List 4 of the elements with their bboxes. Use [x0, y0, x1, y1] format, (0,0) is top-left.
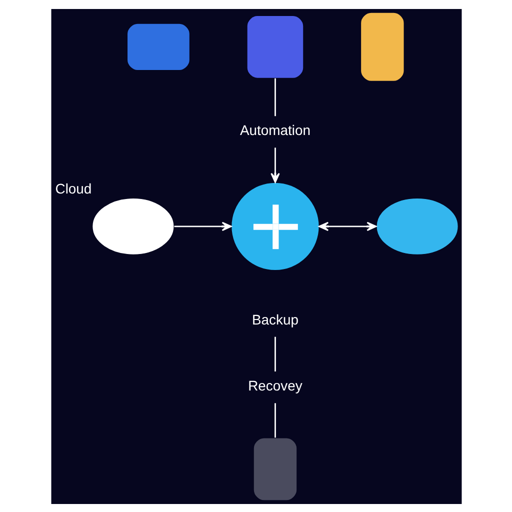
node-text: Recovey	[248, 377, 302, 394]
node-text: Automation	[239, 122, 310, 138]
node-label: Cloud	[54, 180, 92, 196]
node-text: Backup	[251, 310, 298, 327]
